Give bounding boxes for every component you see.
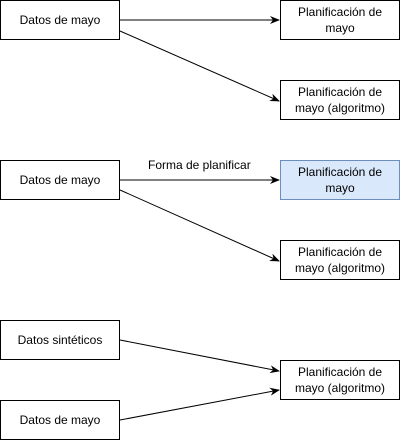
node-g2-target-a[interactable]: Planificación de mayo [280, 160, 400, 200]
arrow-g1-to-algoritmo [119, 30, 280, 102]
node-g1-source[interactable]: Datos de mayo [0, 0, 120, 40]
node-g1-target-a[interactable]: Planificación de mayo [280, 0, 400, 40]
node-g3-source-b[interactable]: Datos de mayo [0, 400, 120, 440]
node-g1-target-b[interactable]: Planificación de mayo (algoritmo) [280, 80, 400, 120]
arrow-g3-mayo-to-algoritmo [119, 387, 280, 421]
arrow-g3-sinteticos-to-algoritmo [119, 339, 280, 374]
node-g2-source[interactable]: Datos de mayo [0, 160, 120, 200]
edge-label-forma-de-planificar: Forma de planificar [148, 158, 251, 172]
node-g3-target[interactable]: Planificación de mayo (algoritmo) [280, 360, 400, 400]
arrow-g2-to-algoritmo [119, 189, 280, 262]
node-g3-source-a[interactable]: Datos sintéticos [0, 320, 120, 360]
node-g2-target-b[interactable]: Planificación de mayo (algoritmo) [280, 240, 400, 280]
